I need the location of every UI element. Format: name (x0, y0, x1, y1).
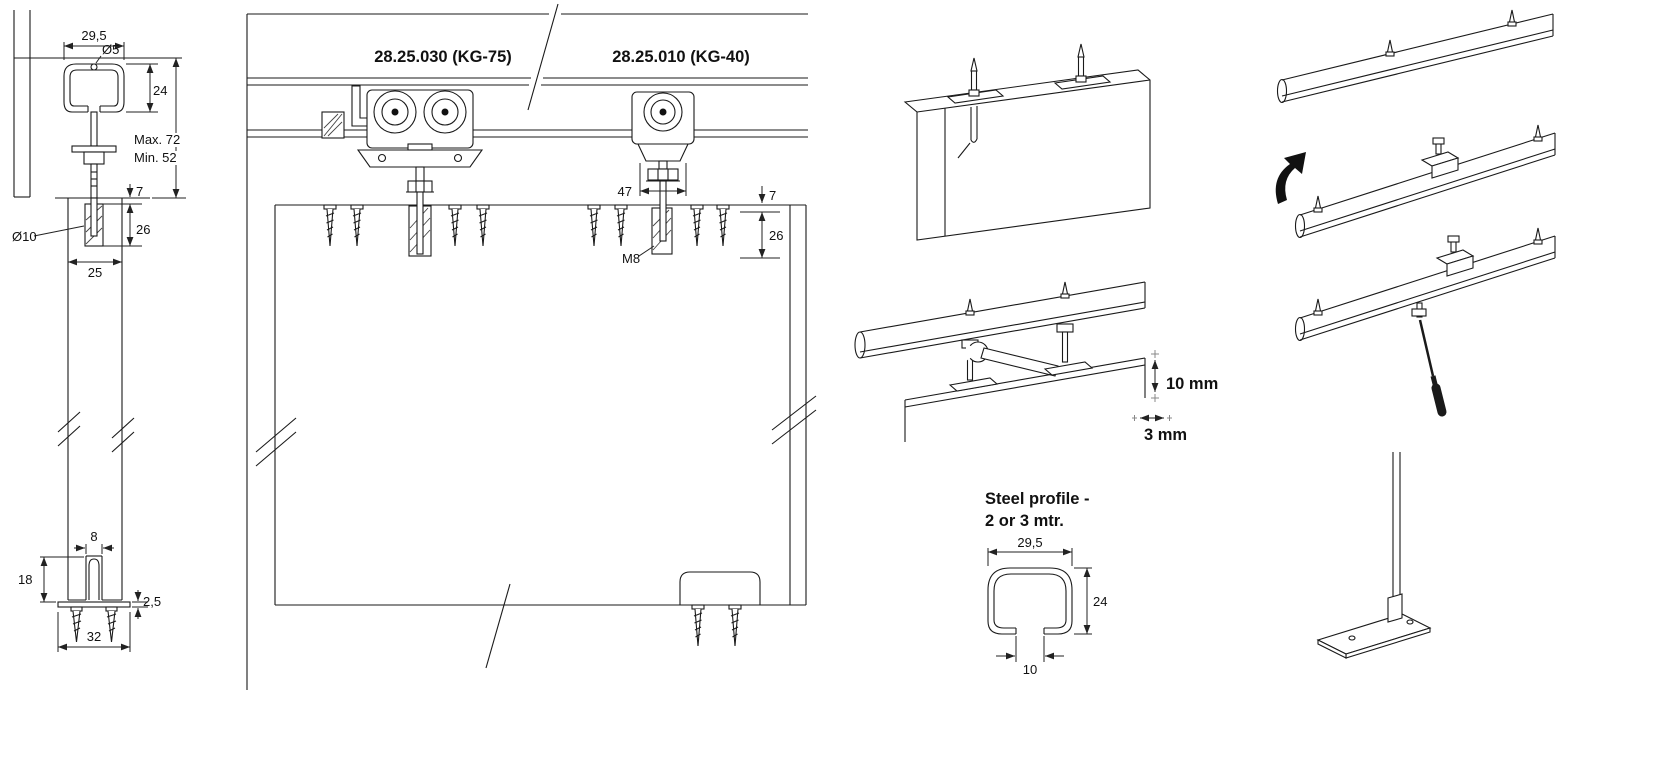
steel-profile-section (987, 567, 1073, 635)
suspension-screw (1386, 39, 1394, 53)
panel-door-assembly-elevation: 28.25.030 (KG-75) 28.25.010 (KG-40) 47 M… (246, 3, 817, 690)
suspension-bolt (968, 57, 980, 97)
dim-24-label: 24 (1093, 594, 1107, 609)
door-top-edge (904, 357, 1146, 442)
rail-step-3 (1294, 227, 1556, 417)
dim-26-label: 26 (136, 222, 150, 237)
floor-guide-bracket-view (1316, 452, 1432, 659)
break-marks (57, 411, 135, 453)
dim-7-label: 7 (136, 184, 143, 199)
suspension-screw (1534, 124, 1542, 138)
dim-2-5-label: 2,5 (143, 594, 161, 609)
dim-min-label: Min. 52 (134, 150, 177, 165)
label-mask (131, 151, 183, 165)
rail-tube (1276, 13, 1554, 104)
wrench-icon (966, 341, 1059, 377)
keyhole-slot (957, 106, 978, 159)
part-number-kg40-label: 28.25.010 (KG-40) (612, 48, 750, 66)
panel-track-cross-section: 29,5 Ø5 24 Max. 72 Min. 52 7 26 Ø10 25 8… (12, 10, 187, 652)
clamp-bracket (1435, 235, 1475, 277)
dim-o10-label: Ø10 (12, 229, 37, 244)
dimension-lines (638, 163, 780, 259)
dim-18-label: 18 (18, 572, 32, 587)
adjustment-dimensions (1132, 350, 1172, 422)
dim-10-label: 10 (1023, 662, 1037, 677)
wall-section-lines (13, 10, 182, 198)
dim-8-label: 8 (90, 529, 97, 544)
break-marks (255, 395, 817, 669)
label-mask (131, 133, 187, 147)
fixing-clip (321, 111, 345, 139)
door-edge (1392, 452, 1401, 619)
profile-dimensions (987, 548, 1092, 662)
dim-o5-label: Ø5 (102, 42, 119, 57)
part-number-kg75-label: 28.25.030 (KG-75) (374, 48, 512, 66)
floor-bracket (1316, 593, 1432, 659)
suspension-screw (1314, 298, 1322, 312)
m8-label: M8 (622, 251, 640, 266)
floor-guide-section (57, 555, 131, 643)
panel-installation-steps (1275, 9, 1556, 659)
suspension-bolt (1075, 43, 1087, 83)
dim-26-label: 26 (769, 228, 783, 243)
steel-profile-view: Steel profile - 2 or 3 mtr. 29,5 (985, 490, 1107, 677)
trolley-kg75 (321, 85, 484, 255)
trolley-kg40 (631, 91, 695, 242)
door-panel-section (55, 197, 150, 600)
dim-29-5-label: 29,5 (1017, 535, 1042, 550)
suspension-plate (1043, 361, 1094, 376)
clamp-bracket (1420, 137, 1460, 179)
floor-screw (105, 606, 118, 643)
rail-tube (854, 281, 1146, 359)
dim-32-label: 32 (87, 629, 101, 644)
dim-29-5-label: 29,5 (81, 28, 106, 43)
floor-screw (70, 606, 83, 643)
rail-step-2 (1275, 124, 1556, 239)
rail-tube (1294, 132, 1556, 239)
steel-profile-title-line2: 2 or 3 mtr. (985, 512, 1064, 530)
guide-tab (1387, 593, 1403, 623)
threaded-insert (84, 197, 104, 247)
dimension-lines (33, 42, 186, 652)
direction-arrow-icon (1275, 152, 1306, 204)
door-top-suspension-view (903, 43, 1151, 241)
suspension-plate (948, 377, 999, 392)
rail-over-door-view: 10 mm 3 mm (854, 281, 1218, 444)
dim-25-label: 25 (88, 265, 102, 280)
rail-step-1 (1276, 9, 1554, 104)
dim-10mm-label: 10 mm (1166, 375, 1218, 393)
screwdriver-icon (1418, 319, 1447, 417)
dim-3mm-label: 3 mm (1144, 426, 1187, 444)
dim-7-label: 7 (769, 188, 776, 203)
dim-24-label: 24 (153, 83, 167, 98)
bottom-guide (679, 571, 761, 647)
panel-mounting-details: 10 mm 3 mm Steel profile - 2 or 3 mtr. (854, 43, 1218, 677)
suspension-screw (1314, 195, 1322, 209)
track-profile-section (63, 63, 125, 113)
hanger-bolt (71, 111, 117, 199)
steel-profile-title-line1: Steel profile - (985, 490, 1090, 508)
rail-tube (1294, 235, 1556, 342)
suspension-screw (1534, 227, 1542, 241)
dim-max-label: Max. 72 (134, 132, 180, 147)
dim-47-label: 47 (618, 184, 632, 199)
suspension-screw (1508, 9, 1516, 23)
door-panel-outline (274, 204, 807, 606)
